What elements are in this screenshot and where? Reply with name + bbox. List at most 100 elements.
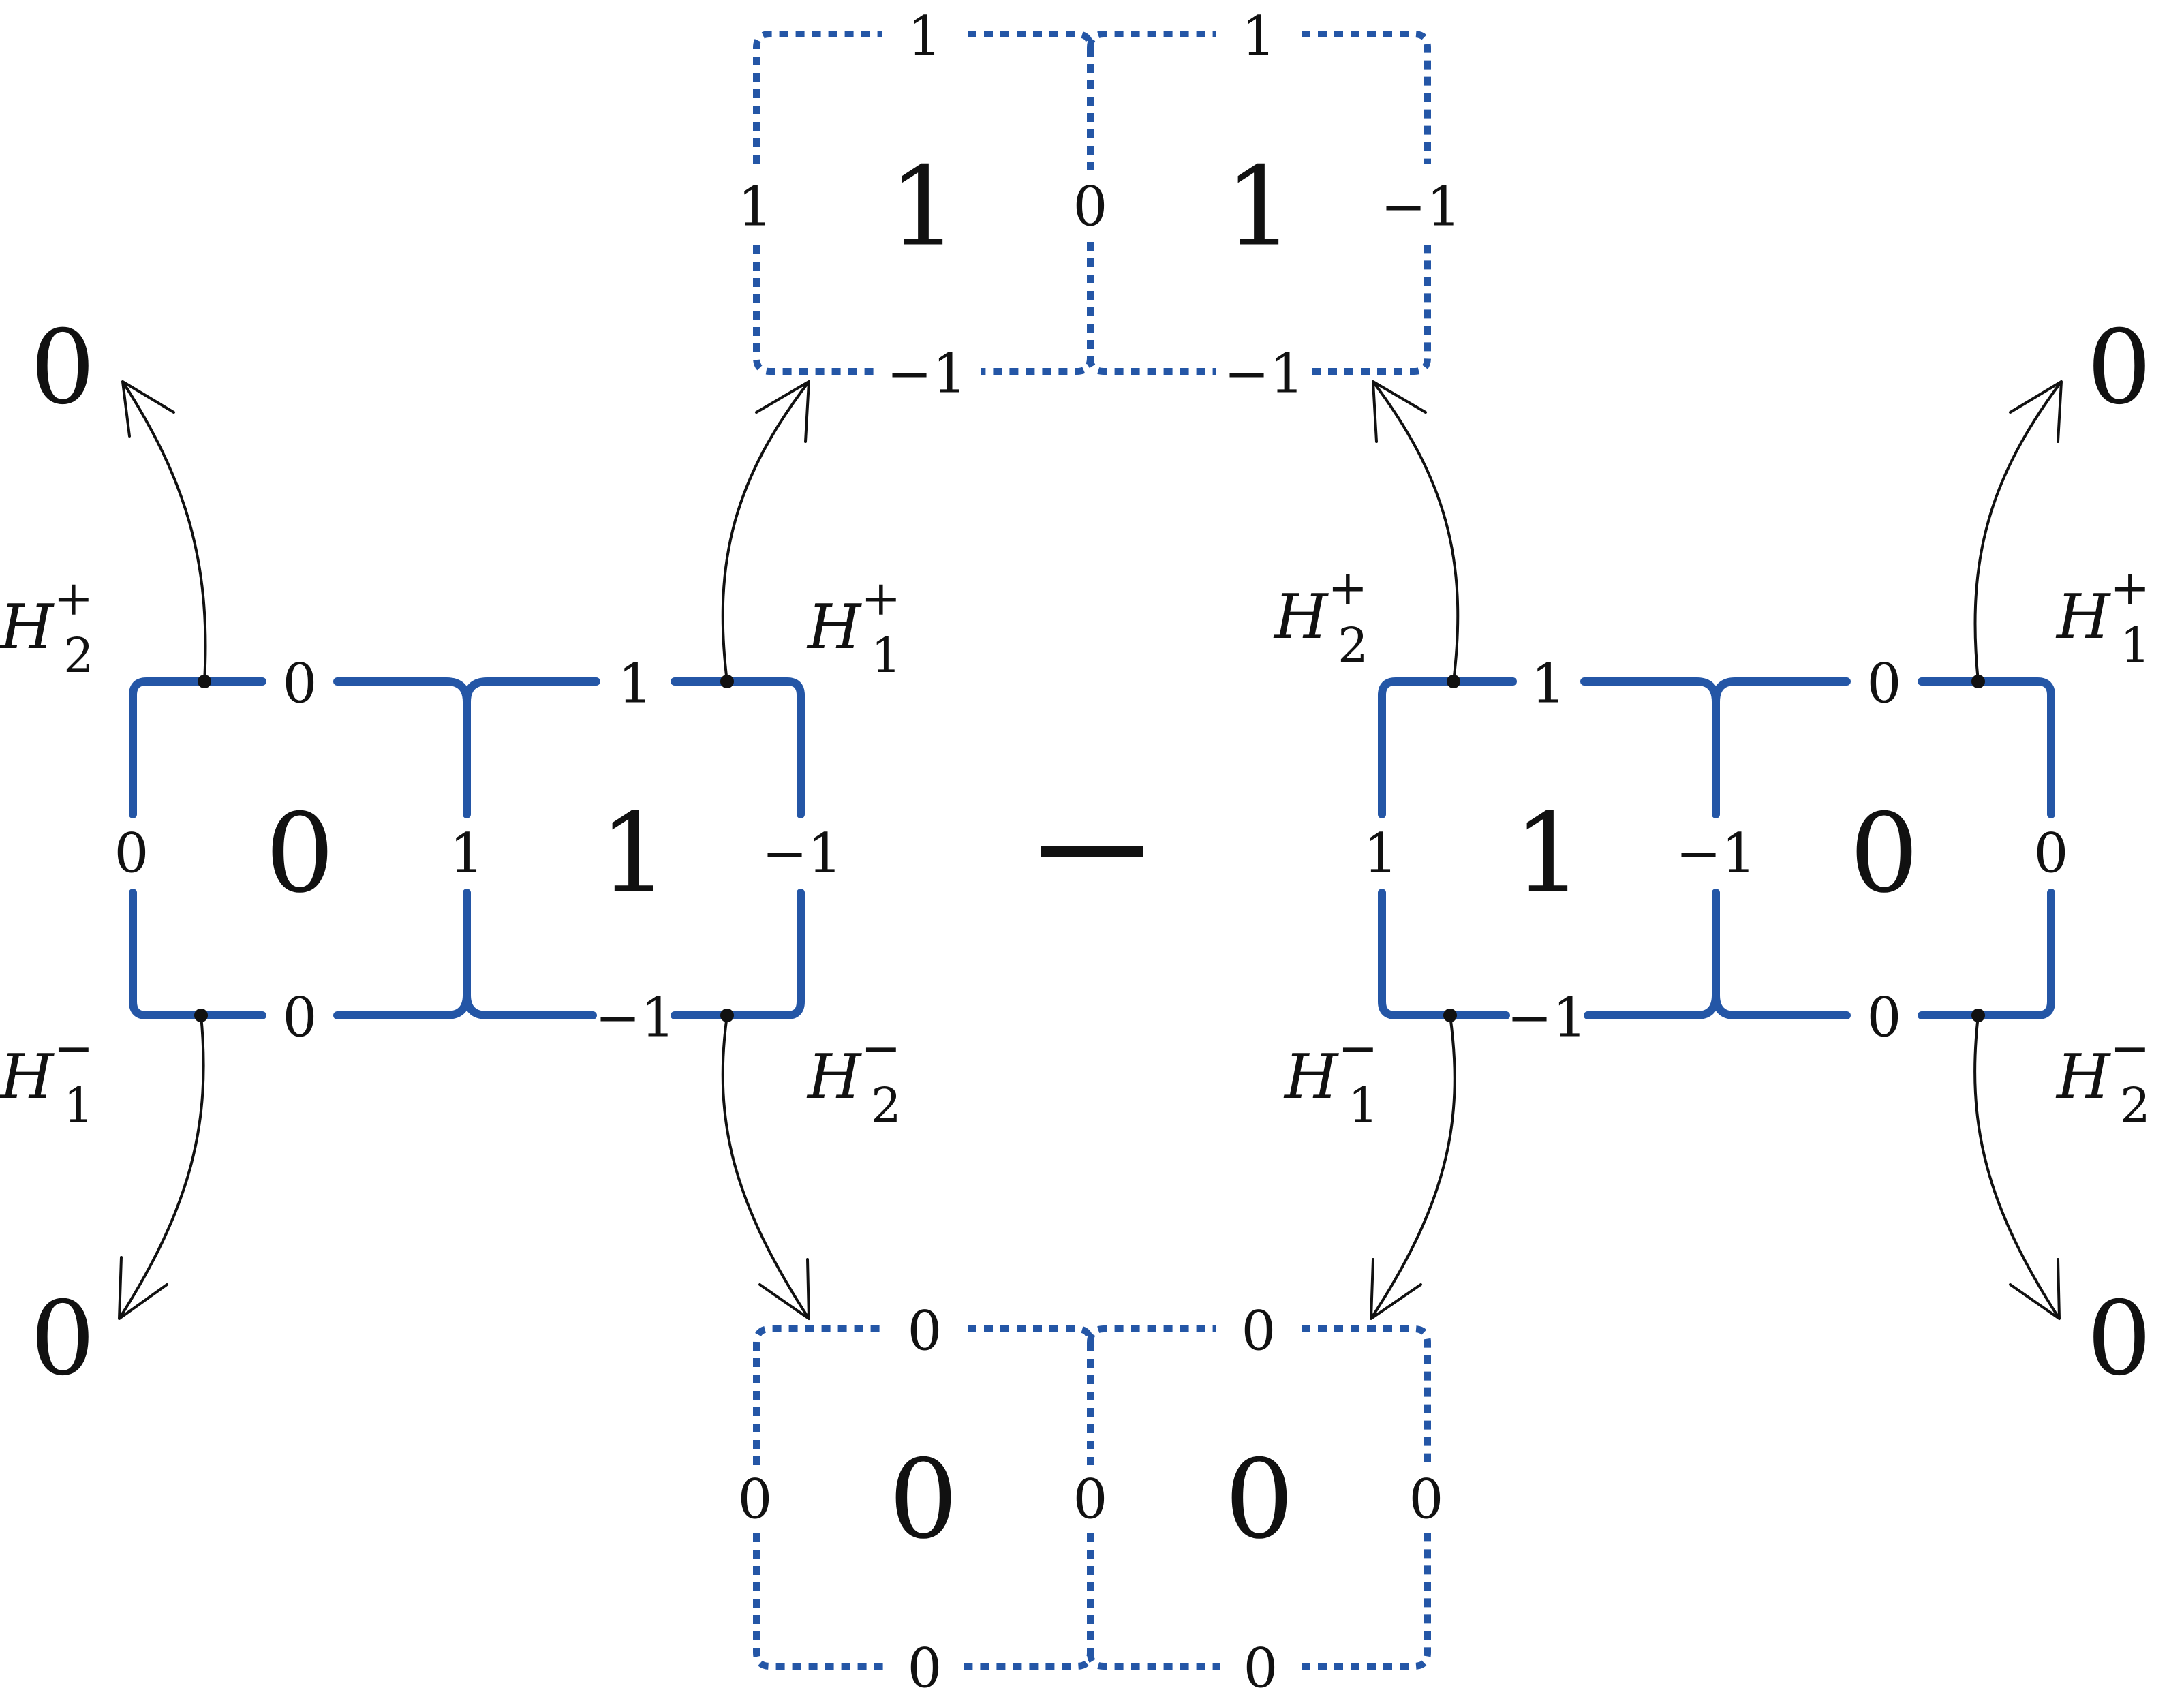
arrow-left-h2-plus	[121, 380, 207, 682]
result-label-bottom-left: 0	[30, 1280, 95, 1398]
arrowhead	[2009, 1258, 2061, 1320]
top-result-bottom-d	[1312, 245, 1431, 375]
operator-label-right-h2-minus: H−2	[2055, 1020, 2151, 1133]
right-cell-1-top-line-b	[1580, 677, 1720, 706]
bottom-result-vertical-label-2: 0	[1073, 1468, 1108, 1531]
bottom-result-vertical-label-3: 0	[1409, 1468, 1444, 1531]
arrow-right-h2-plus	[1372, 380, 1460, 682]
right-vertical-1-lower	[1378, 889, 1510, 1019]
right-bottom-edge-2: 0	[1867, 986, 1902, 1049]
arrowhead	[755, 380, 810, 443]
right-vertical-label-1: 1	[1364, 822, 1398, 885]
right-vertical-2-lower	[1584, 889, 1720, 1019]
right-cell-1-top-line-a	[1378, 677, 1517, 818]
left-top-edge-1: 0	[283, 652, 318, 716]
result-label-bottom-right: 0	[2087, 1280, 2151, 1398]
bottom-result-vertical-label-1: 0	[738, 1468, 773, 1531]
left-vertical-1-lower	[333, 889, 471, 1019]
arrowhead	[121, 380, 175, 438]
zero-results: 0 0 0 0	[30, 309, 2151, 1398]
left-cell-1-top-line-b	[333, 677, 471, 706]
left-cell-label-2: 1	[599, 790, 668, 917]
left-diagram: 0 1 0 −1 0 1 −1 0 1	[114, 652, 842, 1049]
left-bottom-edge-1: 0	[283, 986, 318, 1049]
top-result-vertical-left-lower	[753, 245, 879, 375]
left-vertical-0-lower	[129, 889, 266, 1019]
arrowhead	[1370, 1258, 1422, 1320]
bottom-result-top-edge-1: 0	[908, 1300, 942, 1363]
arrow-right-h1-plus	[1973, 380, 2063, 682]
bottom-result-cell-label-2: 0	[1225, 1436, 1294, 1563]
arrow-left-h2-minus	[721, 1015, 810, 1320]
bottom-result-top-edge-2: 0	[1242, 1300, 1276, 1363]
bottom-result-bottom-edge-2: 0	[1244, 1637, 1278, 1700]
arrow-left-h1-minus	[118, 1015, 205, 1320]
top-result-outline-top-d	[1302, 31, 1431, 164]
bottom-result-outline-top-a	[753, 1325, 882, 1465]
top-result-bottom-b	[1087, 357, 1216, 375]
arrow-right-h2-minus	[1973, 1015, 2061, 1320]
top-result-top-edge-1: 1	[908, 5, 942, 68]
bottom-result-cell-label-1: 0	[889, 1436, 958, 1563]
bottom-result-outline-top-c	[1087, 1325, 1216, 1343]
operator-labels: H+2 H+1 H−1 H−2 H+2 H+1 H−1 H−2	[0, 560, 2151, 1133]
bottom-result-bottom-edge-1: 0	[908, 1637, 942, 1700]
arrow-left-h1-plus	[721, 380, 810, 682]
arrowhead	[1372, 380, 1427, 443]
right-bottom-edge-1: −1	[1507, 986, 1587, 1049]
arrow-right-h1-minus	[1370, 1015, 1456, 1320]
left-cell-1-top-line-a	[129, 677, 266, 713]
left-vertical-label-1: 0	[114, 822, 149, 885]
top-result-cell-label-1: 1	[889, 143, 958, 271]
operator-label-left-h1-minus: H−1	[0, 1020, 94, 1133]
operator-label-left-h1-plus: H+1	[806, 570, 902, 684]
bottom-result-outline-top-b	[968, 1325, 1094, 1343]
left-cell-2-top-line-a	[463, 677, 600, 706]
operator-label-right-h1-plus: H+1	[2055, 560, 2151, 673]
left-bottom-edge-2: −1	[595, 986, 675, 1049]
top-result-bottom-edge-2: −1	[1224, 342, 1304, 405]
bottom-result-outline-top-d	[1302, 1325, 1431, 1465]
right-top-edge-2: 0	[1867, 652, 1902, 716]
right-cell-2-bottom-line-b	[1918, 889, 2055, 1019]
arrowhead	[758, 1258, 810, 1320]
right-cell-label-1: 1	[1513, 790, 1583, 917]
left-vertical-label-3: −1	[762, 822, 842, 885]
top-result-bottom-edge-1: −1	[887, 342, 967, 405]
top-result-top-edge-2: 1	[1242, 5, 1276, 68]
bottom-result-diagram: 0 0 0 0 0 0 0 0 0	[738, 1300, 1444, 1700]
left-vertical-label-2: 1	[450, 822, 485, 885]
top-result-vertical-mid-lower	[981, 242, 1094, 375]
top-result-vertical-label-2: 0	[1073, 175, 1108, 239]
left-cell-2-bottom-line-a	[463, 991, 597, 1019]
top-result-outline-top-b	[968, 31, 1094, 48]
right-diagram: 1 0 −1 0 1 −1 0 1 0	[1364, 652, 2069, 1049]
top-result-vertical-label-1: 1	[738, 175, 773, 239]
result-label-top-right: 0	[2087, 309, 2151, 427]
operator-label-right-h1-minus: H−1	[1283, 1020, 1379, 1133]
bottom-result-bottom-b	[1087, 1652, 1220, 1670]
right-vertical-label-2: −1	[1676, 822, 1756, 885]
operator-label-left-h2-minus: H−2	[806, 1020, 902, 1133]
right-cell-2-top-line-b	[1918, 677, 2055, 818]
arrowhead	[118, 1256, 168, 1320]
right-cell-2-bottom-line-a	[1712, 991, 1851, 1019]
arrows	[118, 380, 2063, 1320]
bottom-result-vertical-mid-lower	[964, 1533, 1094, 1670]
top-result-outline-top-c	[1087, 31, 1216, 48]
top-result-vertical-label-3: −1	[1381, 175, 1461, 239]
operator-label-left-h2-plus: H+2	[0, 570, 94, 684]
bottom-result-vertical-left-lower	[753, 1533, 886, 1670]
top-result-cell-label-2: 1	[1225, 143, 1294, 271]
left-cell-2-top-line-b	[671, 677, 805, 818]
arrowhead	[2009, 380, 2063, 443]
left-cell-label-1: 0	[265, 790, 335, 917]
right-cell-2-top-line-a	[1712, 677, 1851, 706]
right-cell-label-2: 0	[1849, 790, 1919, 917]
left-cell-2-bottom-line-b	[671, 889, 805, 1019]
top-result-outline-top-a	[753, 31, 882, 164]
operator-label-right-h2-plus: H+2	[1273, 560, 1368, 673]
right-vertical-label-3: 0	[2034, 822, 2069, 885]
bottom-result-bottom-d	[1302, 1533, 1431, 1670]
